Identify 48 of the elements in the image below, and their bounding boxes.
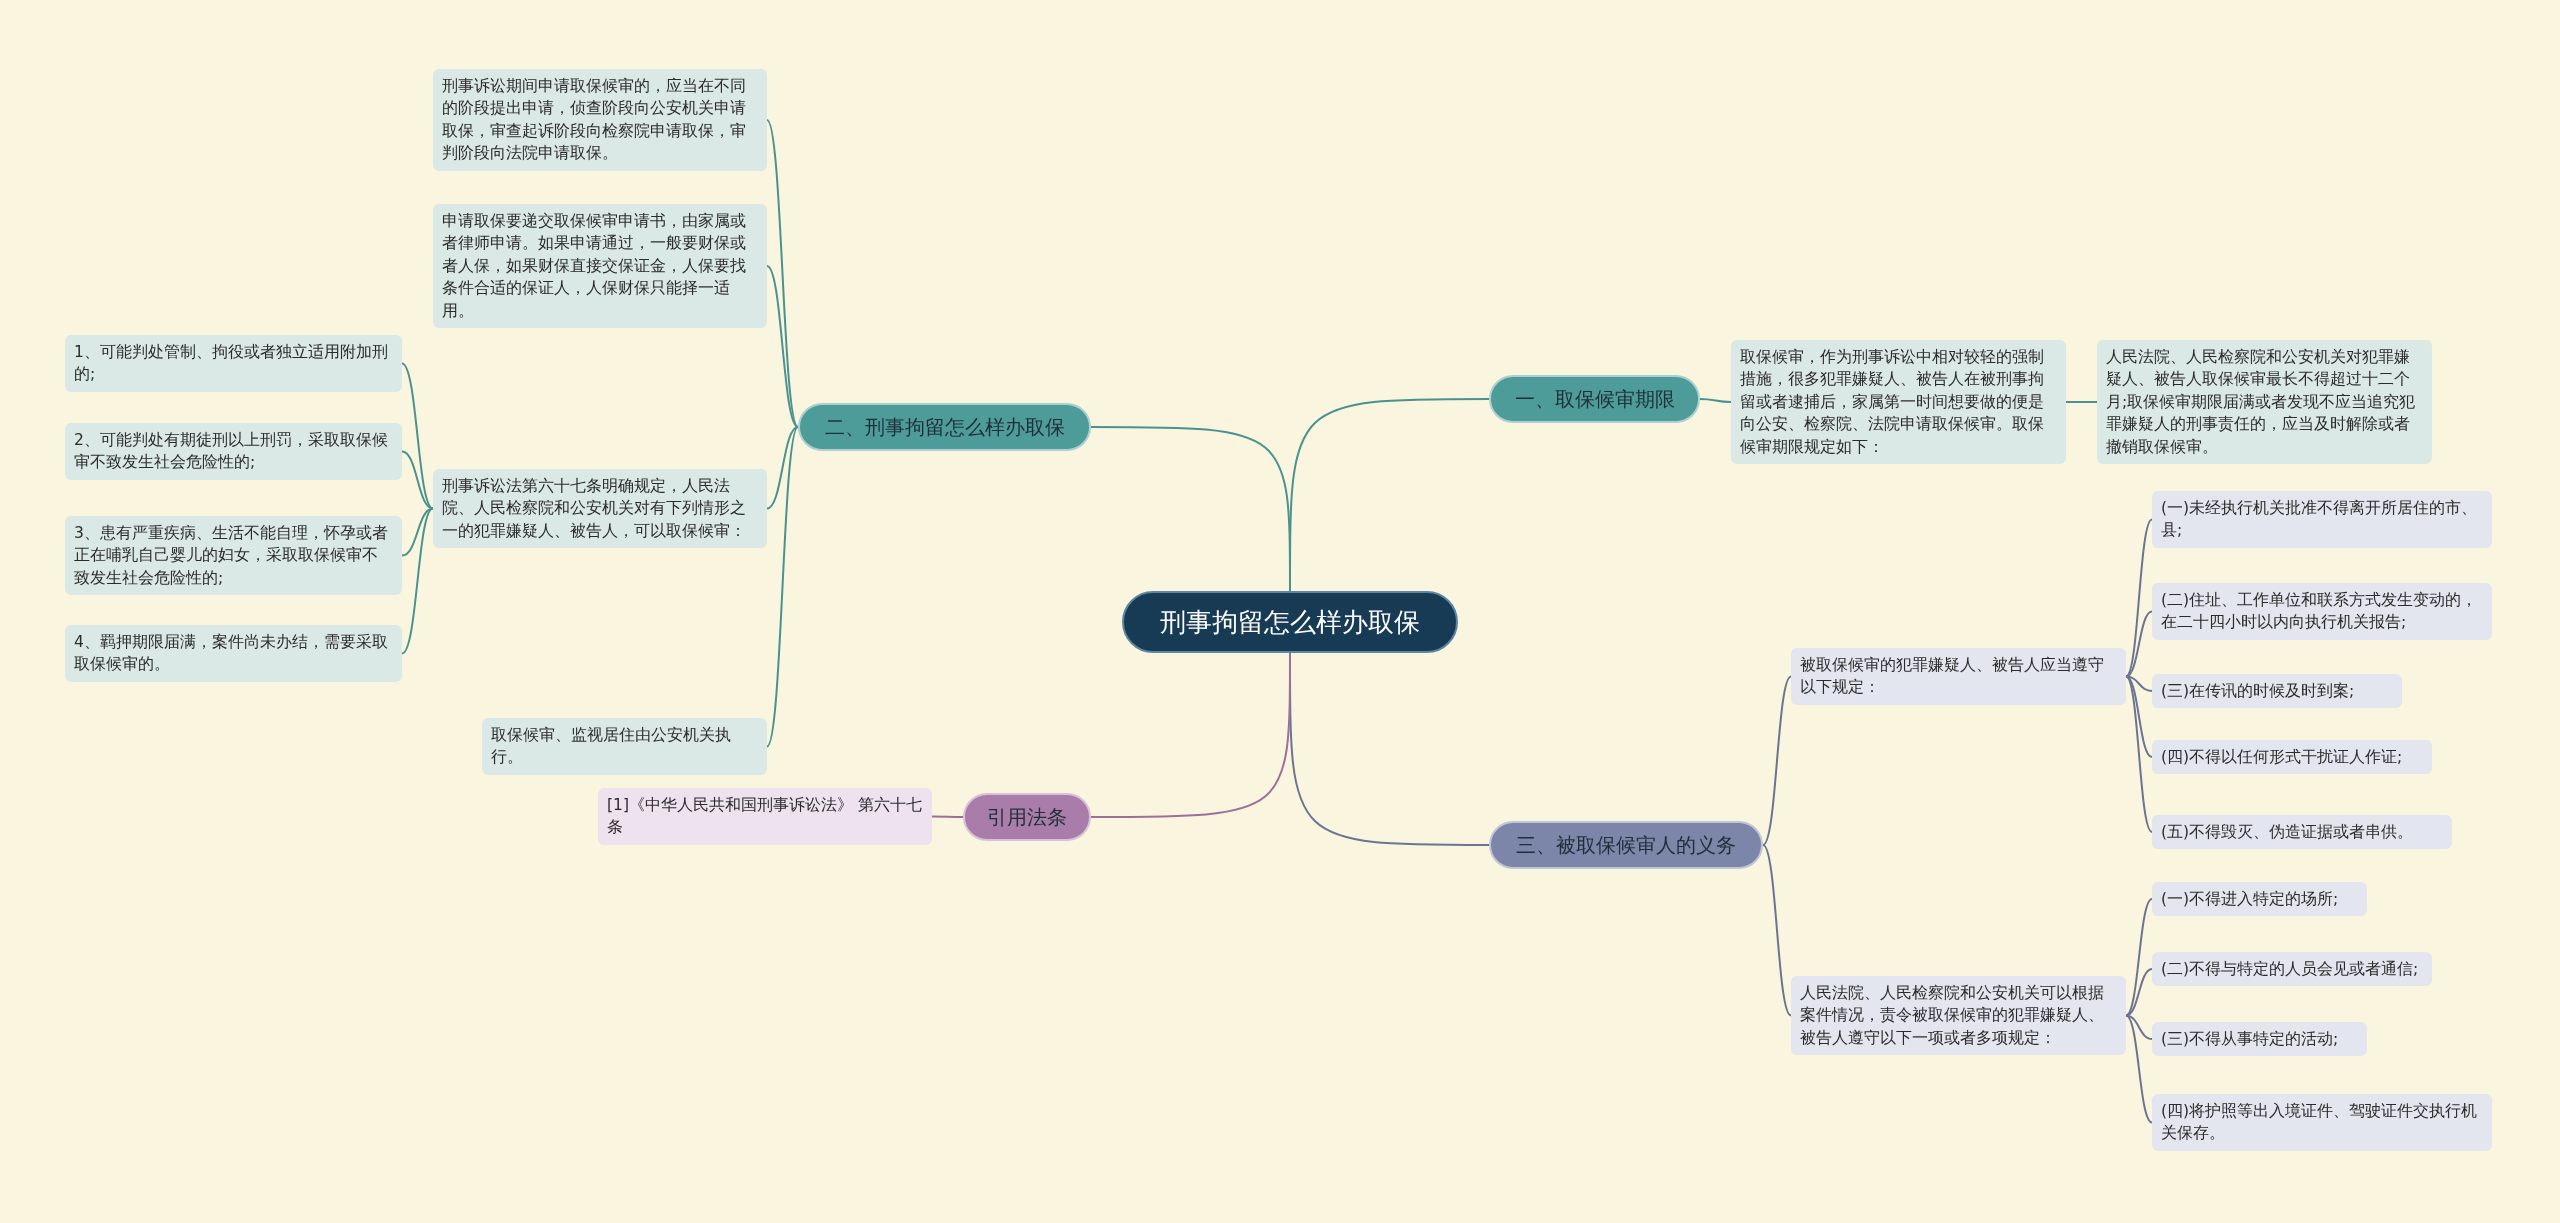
connector-line bbox=[401, 450, 434, 510]
connector-line bbox=[2065, 401, 2098, 403]
note-box: (四)不得以任何形式干扰证人作证; bbox=[2152, 740, 2432, 775]
note-box: [1]《中华人民共和国刑事诉讼法》 第六十七条 bbox=[598, 788, 932, 845]
note-box: (四)将护照等出入境证件、驾驶证件交执行机关保存。 bbox=[2152, 1094, 2492, 1151]
connector-line bbox=[1090, 652, 1291, 818]
connector-line bbox=[2125, 610, 2153, 678]
connector-line bbox=[401, 362, 434, 510]
note-box: (一)不得进入特定的场所; bbox=[2152, 882, 2367, 917]
note-box: 取保候审，作为刑事诉讼中相对较轻的强制措施，很多犯罪嫌疑人、被告人在被刑事拘留或者逮捕后，家属第一时间想要做的便是向公安、检察院、法院申请取保候审。取保候审期限规定如下： bbox=[1731, 340, 2066, 465]
note-box: 刑事诉讼期间申请取保候审的，应当在不同的阶段提出申请，侦查阶段向公安机关申请取保，审查起诉阶段向检察院申请取保，审判阶段向法院申请取保。 bbox=[433, 69, 767, 171]
note-box: 人民法院、人民检察院和公安机关可以根据案件情况，责令被取保候审的犯罪嫌疑人、被告人遵守以下一项或者多项规定： bbox=[1791, 976, 2126, 1056]
connector-line bbox=[1090, 426, 1291, 592]
note-box: 2、可能判处有期徒刑以上刑罚，采取取保候审不致发生社会危险性的; bbox=[65, 423, 402, 480]
connector-line bbox=[1762, 844, 1792, 1017]
connector-line bbox=[2125, 1014, 2153, 1124]
connector-line bbox=[1699, 398, 1732, 403]
branch-topic: 引用法条 bbox=[963, 793, 1091, 841]
branch-topic: 一、取保候审期限 bbox=[1489, 375, 1700, 423]
connector-line bbox=[766, 119, 799, 428]
note-box: (五)不得毁灭、伪造证据或者串供。 bbox=[2152, 815, 2452, 850]
central-topic: 刑事拘留怎么样办取保 bbox=[1122, 591, 1458, 653]
connector-line bbox=[766, 426, 799, 510]
connector-line bbox=[1762, 675, 1792, 846]
note-box: (二)不得与特定的人员会见或者通信; bbox=[2152, 952, 2432, 987]
note-box: 人民法院、人民检察院和公安机关对犯罪嫌疑人、被告人取保候审最长不得超过十二个月;取保候审期限届满或者发现不应当追究犯罪嫌疑人的刑事责任的，应当及时解除或者撤销取保候审。 bbox=[2097, 340, 2432, 465]
branch-topic: 二、刑事拘留怎么样办取保 bbox=[798, 403, 1091, 451]
branch-topic: 三、被取保候审人的义务 bbox=[1489, 821, 1763, 869]
connector-line bbox=[2125, 675, 2153, 833]
note-box: (三)在传讯的时候及时到案; bbox=[2152, 674, 2402, 709]
connector-line bbox=[766, 265, 799, 428]
connector-line bbox=[931, 815, 964, 818]
note-box: 3、患有严重疾病、生活不能自理，怀孕或者正在哺乳自己婴儿的妇女，采取取保候审不致发生社会危险性的; bbox=[65, 516, 402, 596]
connector-line bbox=[2125, 518, 2153, 678]
note-box: (一)未经执行机关批准不得离开所居住的市、县; bbox=[2152, 491, 2492, 548]
connector-line bbox=[401, 507, 434, 655]
connector-line bbox=[2125, 1014, 2153, 1040]
connector-line bbox=[766, 426, 799, 748]
note-box: 被取保候审的犯罪嫌疑人、被告人应当遵守以下规定： bbox=[1791, 648, 2126, 705]
note-box: 刑事诉讼法第六十七条明确规定，人民法院、人民检察院和公安机关对有下列情形之一的犯罪嫌疑人、被告人，可以取保候审： bbox=[433, 469, 767, 549]
note-box: 申请取保要递交取保候审申请书，由家属或者律师申请。如果申请通过，一般要财保或者人保，如果财保直接交保证金，人保要找条件合适的保证人，人保财保只能择一适用。 bbox=[433, 204, 767, 329]
note-box: 4、羁押期限届满，案件尚未办结，需要采取取保候审的。 bbox=[65, 625, 402, 682]
connector-line bbox=[2125, 898, 2153, 1017]
note-box: 1、可能判处管制、拘役或者独立适用附加刑的; bbox=[65, 335, 402, 392]
note-box: (二)住址、工作单位和联系方式发生变动的，在二十四小时以内向执行机关报告; bbox=[2152, 583, 2492, 640]
connector-line bbox=[2125, 675, 2153, 758]
note-box: 取保候审、监视居住由公安机关执行。 bbox=[482, 718, 767, 775]
note-box: (三)不得从事特定的活动; bbox=[2152, 1022, 2367, 1057]
